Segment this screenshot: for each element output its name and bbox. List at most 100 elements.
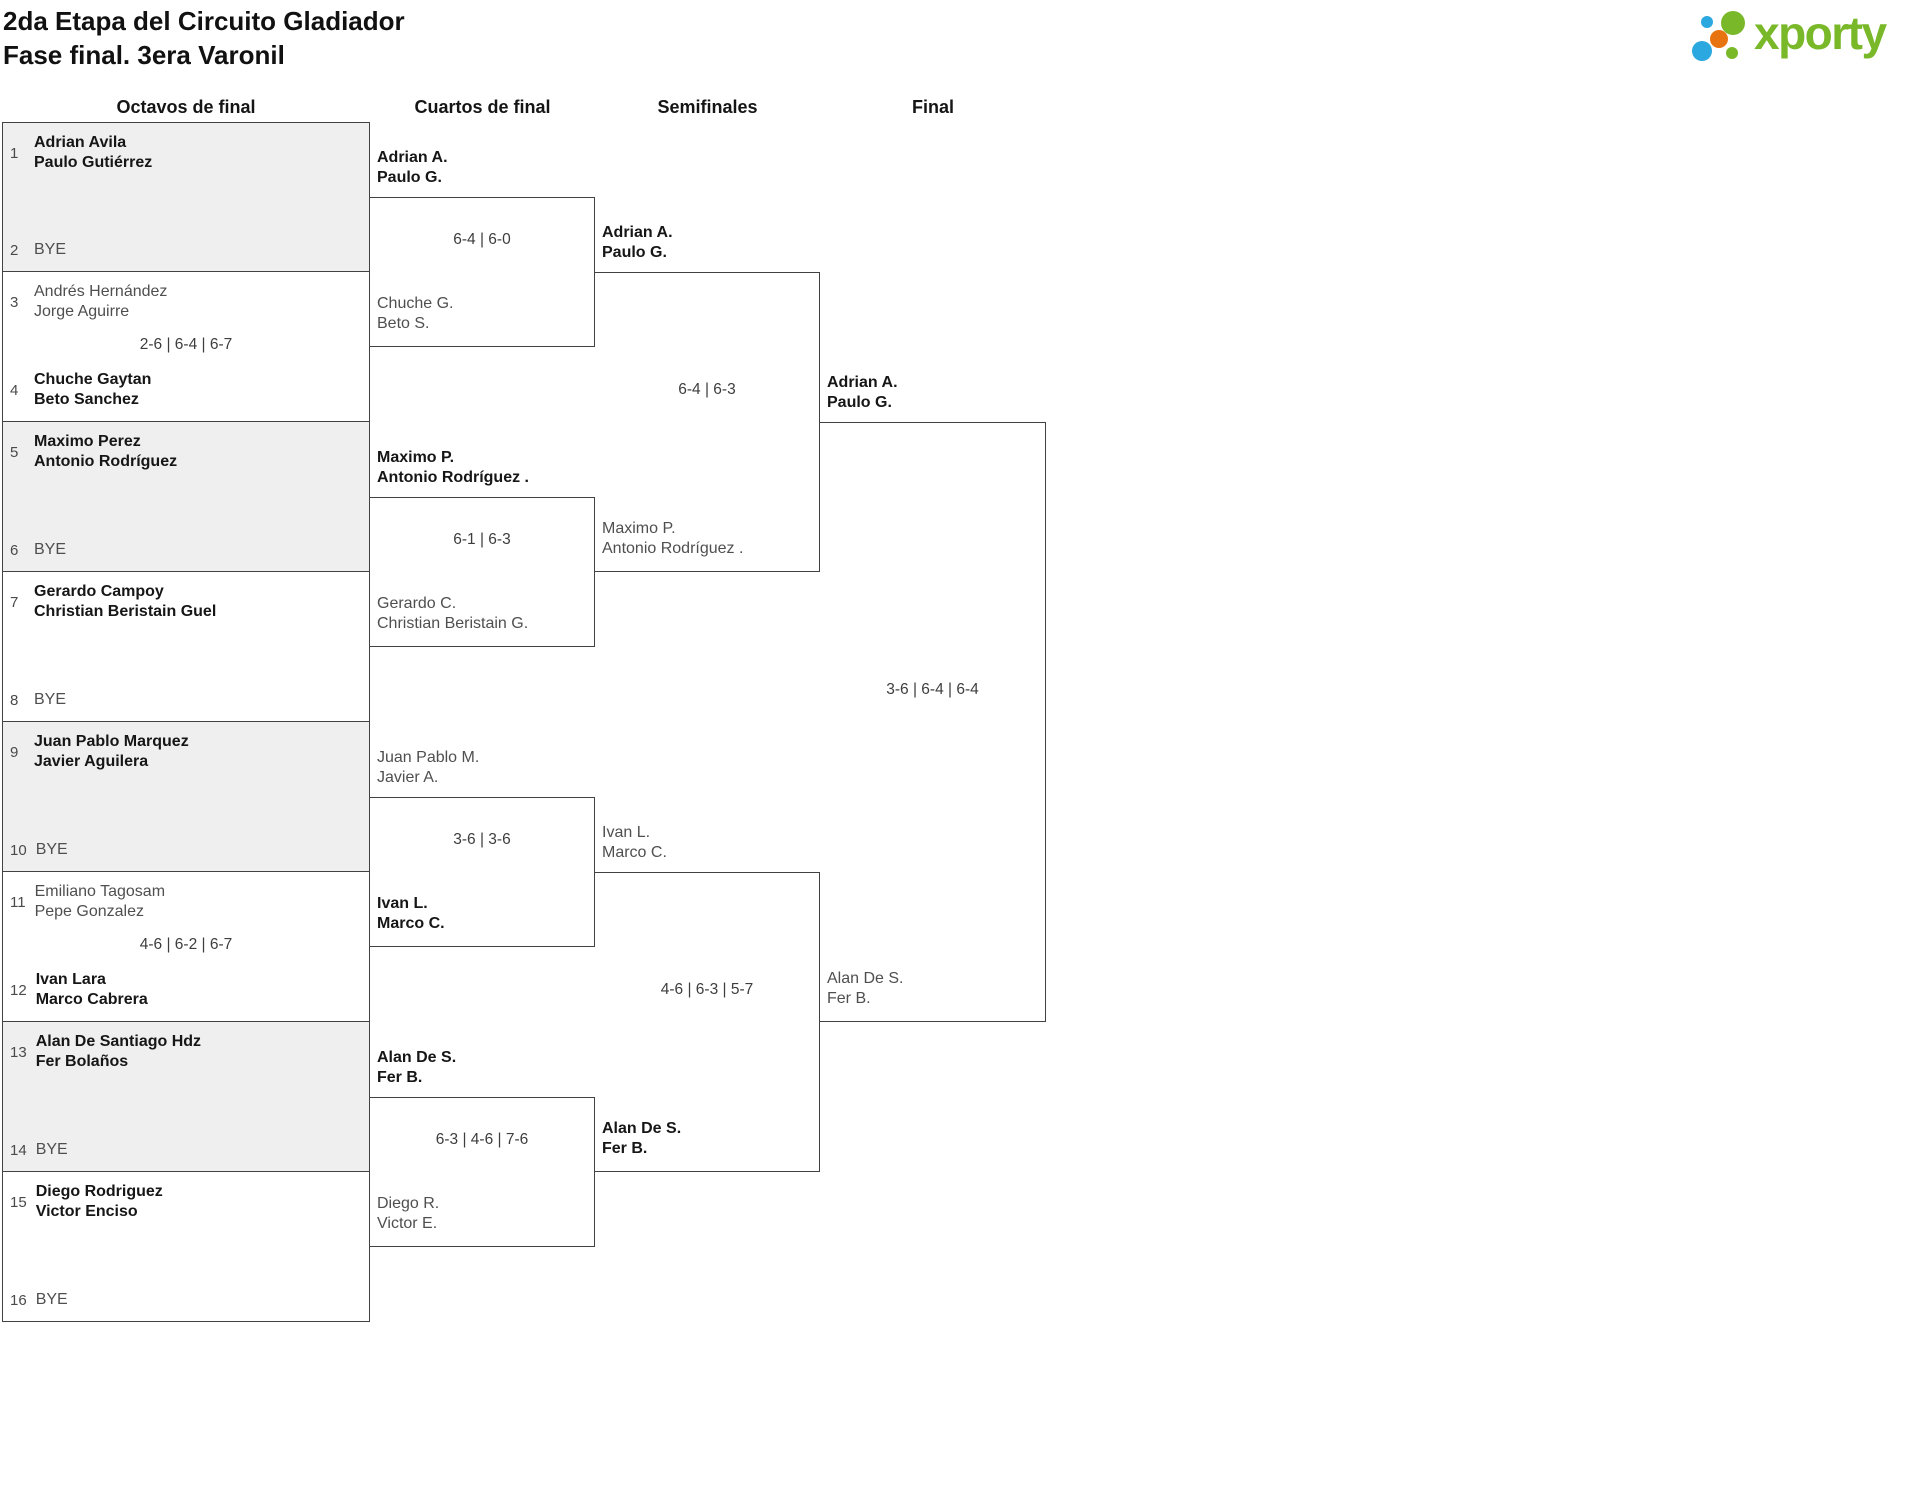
team-name: Alan De S.Fer B. <box>827 970 904 1007</box>
seed-number: 6 <box>10 541 19 559</box>
xporty-logo: xporty <box>1690 0 1920 80</box>
semifinal-match-1: Adrian A.Paulo G. 6-4 | 6-3 Maximo P.Ant… <box>595 224 820 572</box>
team-slot: 14 BYE <box>10 1140 363 1160</box>
team-slot: 6 BYE <box>10 540 363 560</box>
team-name: Ivan L.Marco C. <box>377 895 445 932</box>
team-slot: 10 BYE <box>10 840 363 860</box>
seed-number: 11 <box>10 893 26 911</box>
seed-number: 13 <box>10 1043 27 1061</box>
team-name: BYE <box>34 241 67 258</box>
team-name: Maximo P.Antonio Rodríguez . <box>377 449 529 486</box>
seed-number: 1 <box>10 144 19 162</box>
cuartos-match-3: Juan Pablo M.Javier A. 3-6 | 3-6 Ivan L.… <box>370 749 595 947</box>
final-match: Adrian A.Paulo G. 3-6 | 6-4 | 6-4 Alan D… <box>820 374 1046 1022</box>
cuartos-match-2: Maximo P.Antonio Rodríguez . 6-1 | 6-3 G… <box>370 449 595 647</box>
team-name: Alan De S.Fer B. <box>377 1049 457 1086</box>
team-name: BYE <box>34 691 67 708</box>
team-name: Adrian A.Paulo G. <box>602 224 673 261</box>
logo-dot-icon <box>1721 11 1745 35</box>
logo-dot-icon <box>1692 41 1712 61</box>
event-subtitle: Fase final. 3era Varonil <box>3 40 285 70</box>
team-name: Maximo P.Antonio Rodríguez . <box>602 520 744 557</box>
round-header-semifinales: Semifinales <box>657 97 758 117</box>
team-slot: 16 BYE <box>10 1290 363 1310</box>
team-name: Juan Pablo M.Javier A. <box>377 749 480 786</box>
seed-number: 7 <box>10 593 19 611</box>
seed-number: 10 <box>10 841 27 859</box>
team-name: Gerardo C.Christian Beristain G. <box>377 595 529 632</box>
team-slot: 2 BYE <box>10 240 363 260</box>
team-name: Adrian A.Paulo G. <box>377 149 448 186</box>
seed-number: 3 <box>10 293 19 311</box>
match-score: 3-6 | 6-4 | 6-4 <box>886 681 979 698</box>
team-name: Alan De S.Fer B. <box>602 1120 682 1157</box>
seed-number: 16 <box>10 1291 27 1309</box>
event-title: 2da Etapa del Circuito Gladiador <box>3 6 405 36</box>
seed-number: 12 <box>10 981 27 999</box>
seed-number: 15 <box>10 1193 27 1211</box>
match-score: 3-6 | 3-6 <box>453 831 511 848</box>
match-score: 4-6 | 6-3 | 5-7 <box>660 981 754 998</box>
team-name: BYE <box>35 1141 68 1158</box>
round-header-octavos: Octavos de final <box>116 97 256 117</box>
match-score: 2-6 | 6-4 | 6-7 <box>139 336 233 353</box>
seed-number: 8 <box>10 691 19 709</box>
match-score: 4-6 | 6-2 | 6-7 <box>139 936 233 953</box>
seed-number: 5 <box>10 443 19 461</box>
team-slot: 8 BYE <box>10 690 363 710</box>
match-score: 6-4 | 6-3 <box>678 381 736 398</box>
seed-number: 2 <box>10 241 19 259</box>
seed-number: 4 <box>10 381 19 399</box>
team-name: Diego R.Victor E. <box>377 1195 440 1232</box>
team-name: Chuche G.Beto S. <box>377 295 454 332</box>
round-header-cuartos: Cuartos de final <box>414 97 551 117</box>
team-name: BYE <box>35 841 68 858</box>
match-score: 6-4 | 6-0 <box>453 231 511 248</box>
page-title-block: 2da Etapa del Circuito Gladiador Fase fi… <box>3 4 405 72</box>
match-score: 6-3 | 4-6 | 7-6 <box>435 1131 529 1148</box>
team-name: BYE <box>34 541 67 558</box>
logo-dot-icon <box>1710 30 1728 48</box>
team-name: Adrian A.Paulo G. <box>827 374 898 411</box>
logo-wordmark: xporty <box>1754 7 1887 59</box>
logo-dot-icon <box>1726 47 1738 59</box>
semifinal-match-2: Ivan L.Marco C. 4-6 | 6-3 | 5-7 Alan De … <box>595 824 820 1172</box>
cuartos-match-4: Alan De S.Fer B. 6-3 | 4-6 | 7-6 Diego R… <box>370 1049 595 1247</box>
logo-dot-icon <box>1701 16 1713 28</box>
cuartos-match-1: Adrian A.Paulo G. 6-4 | 6-0 Chuche G.Bet… <box>370 149 595 347</box>
seed-number: 9 <box>10 743 19 761</box>
round-header-final: Final <box>911 97 954 117</box>
team-name: Ivan L.Marco C. <box>602 824 667 861</box>
team-name: BYE <box>35 1291 68 1308</box>
seed-number: 14 <box>10 1141 27 1159</box>
